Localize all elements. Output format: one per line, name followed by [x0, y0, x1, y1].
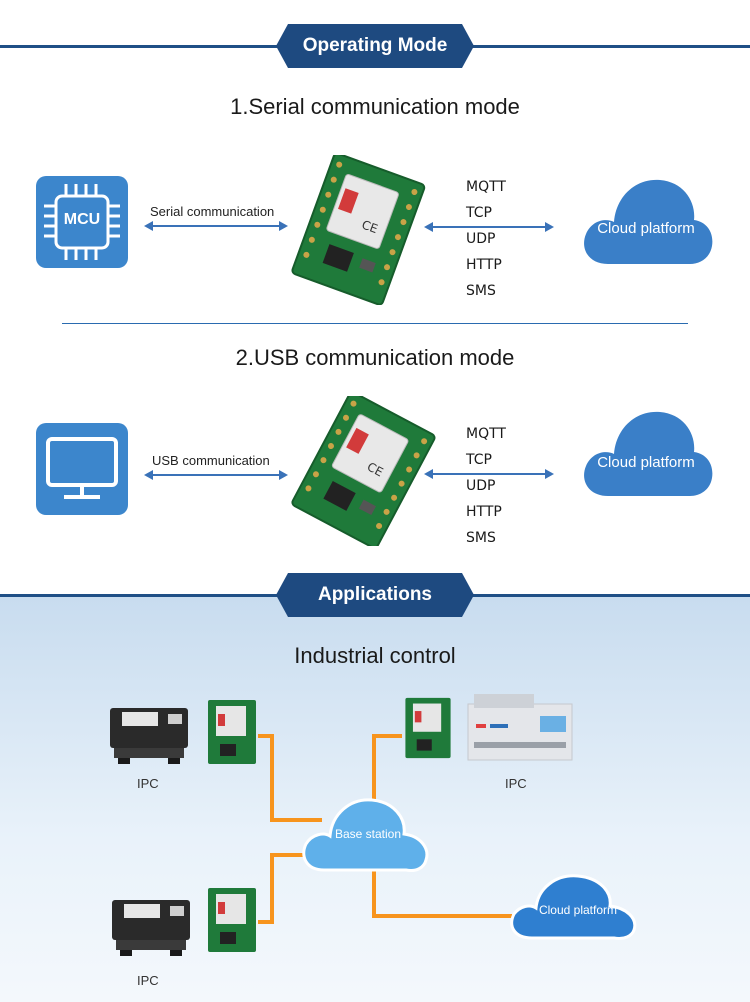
ipc-label: IPC	[505, 776, 527, 791]
cloud-label: Cloud platform	[597, 454, 695, 471]
cloud-platform-icon	[510, 874, 637, 940]
gsm-module-small	[208, 700, 256, 764]
mcu-tile: MCU	[36, 176, 128, 268]
connection-lines	[258, 734, 512, 924]
gsm-module-image: CE	[291, 396, 436, 546]
usb-arrow	[144, 470, 288, 480]
header-rule-right	[465, 45, 750, 48]
svg-text:CE: CE	[365, 460, 386, 480]
ipc-label: IPC	[137, 776, 159, 791]
protocol-item: MQTT	[466, 179, 506, 195]
industrial-machine-icon	[467, 694, 573, 761]
serial-cloud-arrow	[424, 222, 554, 232]
operating-mode-banner: Operating Mode	[276, 24, 474, 68]
mcu-label: MCU	[63, 211, 101, 228]
header-rule-left	[0, 45, 285, 48]
cloud-icon	[584, 411, 713, 496]
base-station-label: Base station	[334, 827, 402, 841]
usb-cloud-arrow	[424, 469, 554, 479]
gsm-module-small	[405, 697, 451, 759]
protocol-item: HTTP	[466, 257, 502, 273]
protocol-item: HTTP	[466, 504, 502, 520]
serial-mode-title: 1.Serial communication mode	[230, 94, 520, 119]
protocol-item: UDP	[466, 478, 496, 494]
ipc-label: IPC	[137, 973, 159, 988]
industrial-control-title: Industrial control	[294, 643, 456, 668]
protocol-item: SMS	[466, 530, 496, 546]
base-station-cloud-icon	[302, 798, 429, 872]
cloud-icon	[584, 179, 713, 264]
usb-protocol-list: MQTT TCP UDP HTTP SMS	[466, 421, 506, 551]
usb-mode-title: 2.USB communication mode	[235, 345, 515, 370]
serial-arrow	[144, 221, 288, 231]
applications-rule-right	[465, 594, 750, 597]
serial-link-label: Serial communication	[150, 204, 275, 219]
gsm-module-image: CE	[291, 155, 426, 305]
ipc-machine-icon	[110, 708, 188, 764]
gsm-module-small	[208, 888, 256, 952]
protocol-item: TCP	[466, 452, 492, 468]
usb-link-label: USB communication	[152, 453, 270, 468]
monitor-icon	[46, 437, 118, 499]
protocol-item: MQTT	[466, 426, 506, 442]
computer-tile	[36, 423, 128, 515]
protocol-item: UDP	[466, 231, 496, 247]
applications-banner: Applications	[276, 573, 474, 617]
svg-text:CE: CE	[360, 218, 380, 237]
serial-protocol-list: MQTT TCP UDP HTTP SMS	[466, 174, 506, 304]
protocol-item: TCP	[466, 205, 492, 221]
applications-rule-left	[0, 594, 285, 597]
ipc-machine-icon	[112, 900, 190, 956]
cloud-label: Cloud platform	[597, 220, 695, 237]
chip-icon	[44, 184, 120, 260]
protocol-item: SMS	[466, 283, 496, 299]
cloud-platform-label: Cloud platform	[538, 903, 618, 917]
section-divider	[62, 323, 688, 324]
